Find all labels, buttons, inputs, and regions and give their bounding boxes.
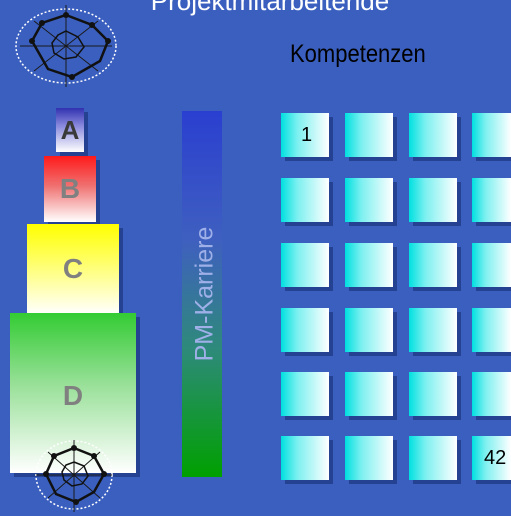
competency-tile [472,178,511,222]
competency-tile [472,243,511,287]
level-b-block: B [44,156,96,222]
competency-tile [345,243,393,287]
competency-tile [409,243,457,287]
competency-tile [281,436,329,480]
competency-tile [409,113,457,157]
radar-chart-icon-top [15,5,117,87]
competencies-heading: Kompetenzen [290,40,426,68]
page-title: Projektmitarbeitende [150,0,390,16]
competency-tile [345,113,393,157]
level-c-block: C [27,224,119,314]
competency-tile [472,308,511,352]
competency-tile [345,436,393,480]
competency-tile [281,308,329,352]
competency-tile [345,178,393,222]
competency-tile [409,308,457,352]
career-label: PM-Karriere [190,226,219,362]
competency-tile [409,178,457,222]
competency-tile [409,436,457,480]
competency-tile-last: 42 [472,436,511,480]
competency-tile [281,372,329,416]
competency-tile [345,308,393,352]
level-a-label: A [60,114,80,145]
competency-tile [472,372,511,416]
level-c-label: C [62,253,84,284]
level-a-block: A [56,108,84,152]
level-b-label: B [59,173,81,204]
competency-tile [345,372,393,416]
competency-tile [409,372,457,416]
competency-tile-first: 1 [281,113,329,157]
competency-tile [281,243,329,287]
career-gradient-bar [182,111,222,477]
competency-tile [472,113,511,157]
level-d-label: D [62,380,84,411]
competency-tile [281,178,329,222]
radar-chart-icon-bottom [35,440,113,512]
